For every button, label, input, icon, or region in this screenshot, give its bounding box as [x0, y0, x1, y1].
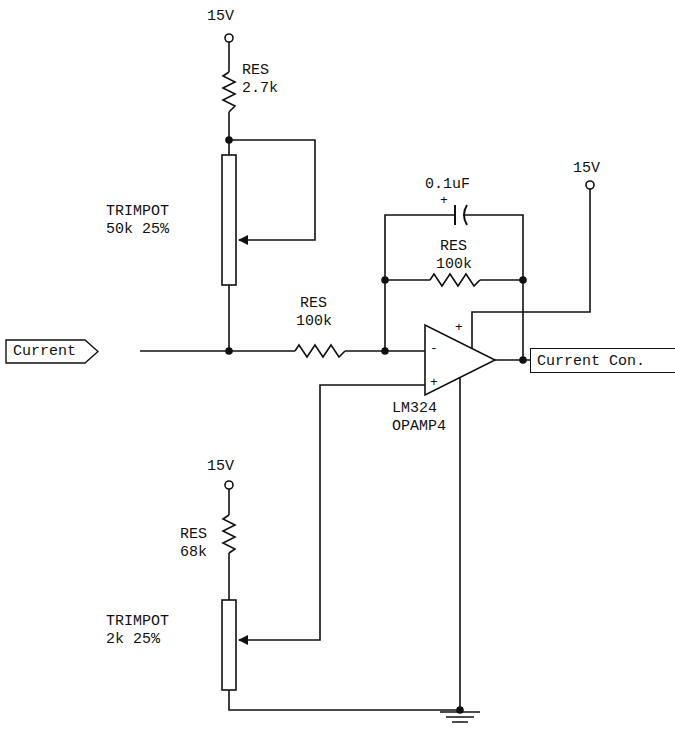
wire: [480, 279, 523, 281]
resistor-symbol: [295, 345, 345, 357]
part-name: OPAMP4: [392, 418, 446, 435]
wire: [228, 285, 230, 351]
wire: [459, 378, 461, 712]
trimpot-symbol: [222, 155, 236, 285]
part-name: TRIMPOT: [106, 203, 169, 220]
supply-terminal: [225, 34, 233, 42]
voltage-label: 15V: [207, 458, 234, 475]
part-value: 100k: [296, 313, 332, 330]
polarity-mark: +: [440, 193, 448, 208]
part-name: RES: [440, 238, 467, 255]
output-box: Current Con.: [530, 348, 675, 373]
pin-sign: +: [430, 375, 438, 390]
part-name: RES: [180, 526, 207, 543]
capacitor-symbol: [454, 205, 456, 225]
wire: [140, 350, 295, 352]
part-name: RES: [242, 62, 269, 79]
resistor-symbol: [223, 72, 235, 112]
resistor-symbol: [223, 515, 235, 553]
node-text: Current Con.: [537, 353, 672, 370]
supply-terminal: [225, 481, 233, 489]
resistor-symbol: [430, 274, 480, 286]
part-value: 68k: [180, 544, 207, 561]
junction-dot: [520, 357, 526, 363]
pin-sign: +: [455, 320, 463, 335]
part-value: 0.1uF: [425, 176, 470, 193]
voltage-label: 15V: [207, 8, 234, 25]
signal-flag: Current: [5, 339, 99, 364]
voltage-label: 15V: [573, 160, 600, 177]
wiper-wire: [229, 140, 315, 240]
trimpot-symbol: [222, 600, 236, 690]
node-text: Current: [13, 343, 79, 360]
wire: [472, 189, 590, 348]
part-name: LM324: [392, 400, 437, 417]
ground-symbol: [440, 712, 480, 722]
part-value: 2.7k: [242, 80, 278, 97]
supply-terminal: [586, 181, 594, 189]
wire: [229, 690, 460, 710]
wire: [228, 112, 230, 155]
part-value: 50k 25%: [106, 221, 169, 238]
part-value: 2k 25%: [106, 631, 160, 648]
wire: [228, 553, 230, 600]
wire: [228, 42, 230, 72]
junction-dot: [520, 277, 526, 283]
wire: [385, 279, 430, 281]
part-name: TRIMPOT: [106, 613, 169, 630]
part-name: RES: [300, 295, 327, 312]
junction-dot: [382, 277, 388, 283]
wire: [228, 489, 230, 515]
pin-sign: -: [430, 341, 438, 356]
part-value: 100k: [436, 256, 472, 273]
